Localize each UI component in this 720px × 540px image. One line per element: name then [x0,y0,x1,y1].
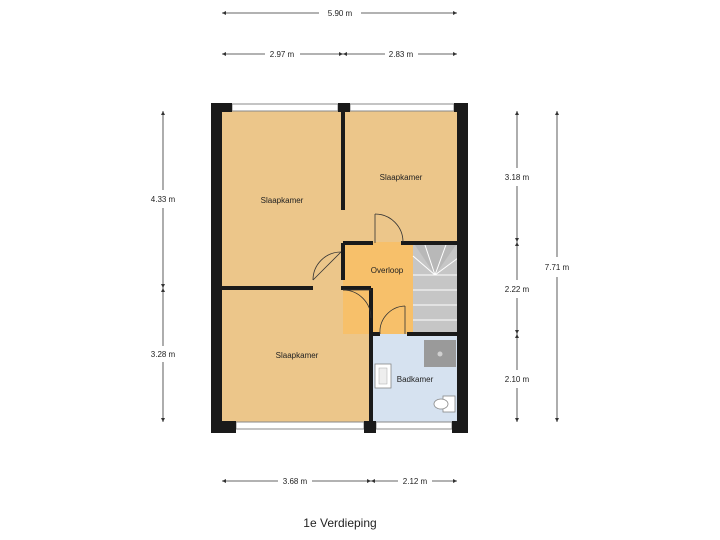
dim-left-upper: 4.33 m [151,195,176,204]
dimension-lines [161,11,559,483]
bathroom-fixtures [374,340,456,413]
dim-left-lower: 3.28 m [151,350,176,359]
dim-bottom-left: 3.68 m [283,477,308,486]
room-label-landing: Overloop [371,266,404,275]
dim-right-total: 7.71 m [545,263,570,272]
shower-drain [437,351,443,357]
room-label-bedroom-bottom: Slaapkamer [276,351,319,360]
dim-right-3: 2.10 m [505,375,530,384]
room-label-bedroom-top-right: Slaapkamer [380,173,423,182]
dim-right-1: 3.18 m [505,173,530,182]
room-label-bathroom: Badkamer [397,375,434,384]
interior-walls [221,111,458,421]
dim-right-2: 2.22 m [505,285,530,294]
dim-top-right: 2.83 m [389,50,414,59]
bedroom-top-right-fill [343,111,458,242]
dim-top-left: 2.97 m [270,50,295,59]
room-label-bedroom-top-left: Slaapkamer [261,196,304,205]
dim-bottom-right: 2.12 m [403,477,428,486]
exterior-walls [211,103,468,433]
staircase [412,241,459,334]
doors [312,213,406,335]
dim-top-total: 5.90 m [328,9,353,18]
floor-title: 1e Verdieping [303,516,376,530]
